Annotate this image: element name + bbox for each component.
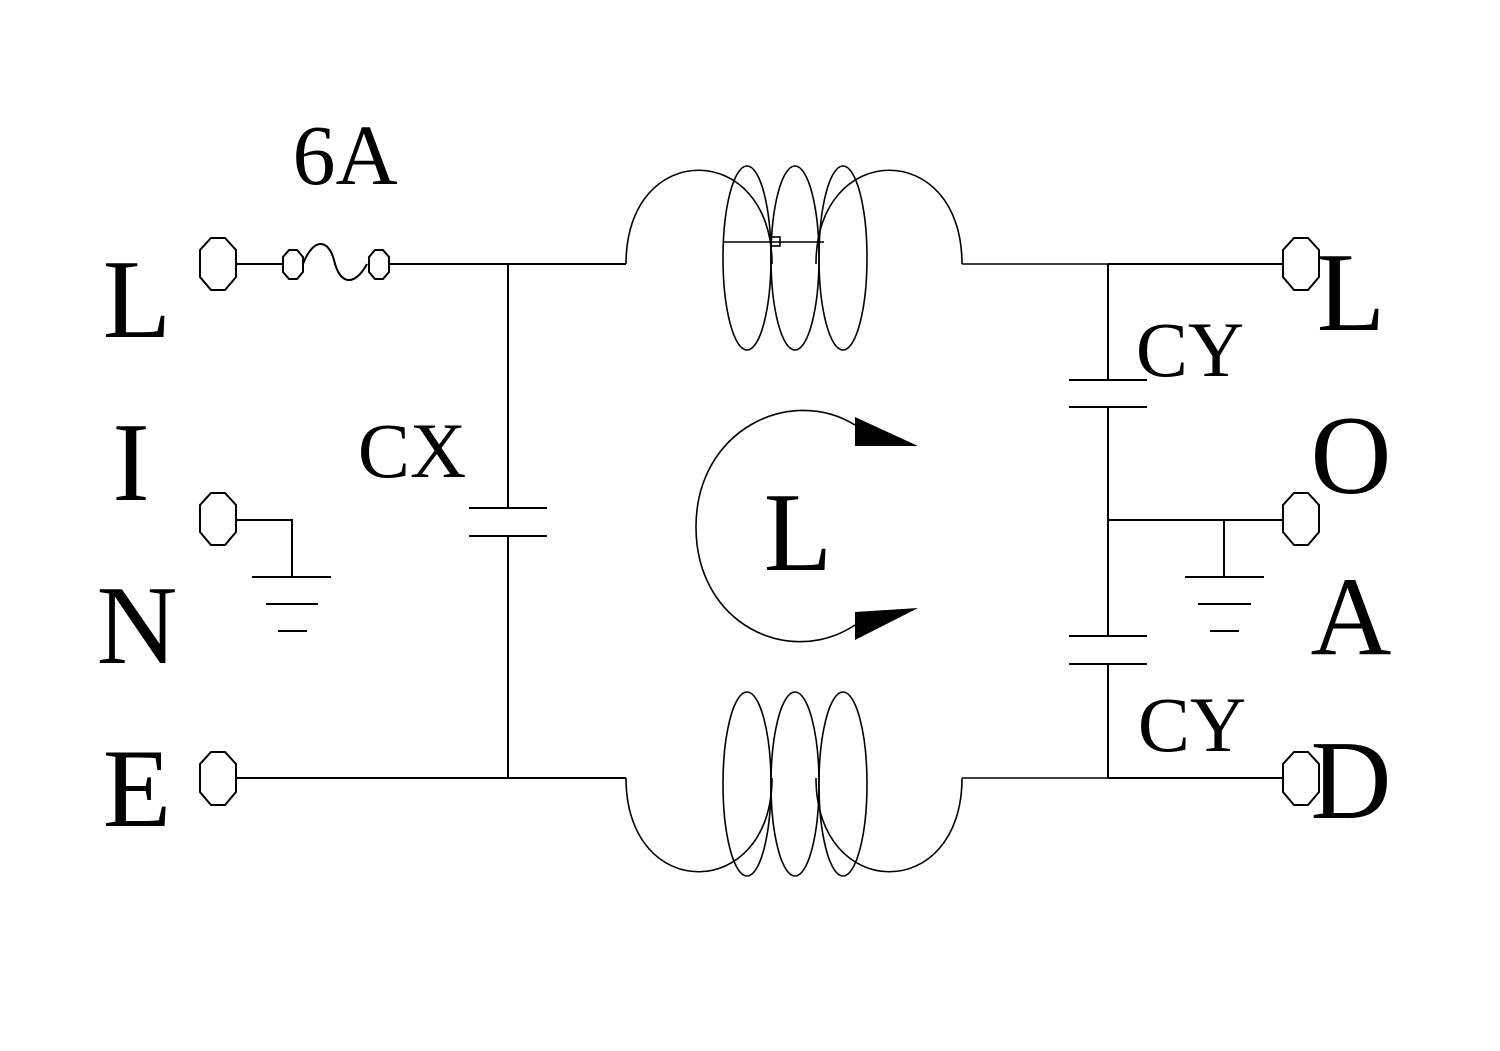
wire bbox=[236, 519, 293, 577]
common-mode-choke-icon bbox=[625, 165, 1108, 351]
arrow-icon bbox=[855, 417, 918, 446]
arrow-icon bbox=[855, 608, 918, 640]
terminal-icon bbox=[199, 237, 237, 291]
load-letter-a: A bbox=[1311, 555, 1392, 679]
cy-bottom-label: CY bbox=[1138, 681, 1246, 768]
terminal-icon bbox=[1282, 237, 1320, 291]
common-mode-choke-icon bbox=[625, 691, 1108, 877]
terminal-icon bbox=[1282, 492, 1320, 546]
capacitor-icon bbox=[469, 507, 547, 537]
line-letter-i: I bbox=[112, 401, 149, 525]
line-letter-l: L bbox=[103, 238, 171, 362]
load-letter-d: D bbox=[1311, 719, 1392, 843]
load-letter-l: L bbox=[1317, 231, 1385, 355]
terminal-icon bbox=[199, 492, 237, 546]
inductor-label: L bbox=[764, 471, 832, 595]
cy-top-label: CY bbox=[1136, 306, 1244, 393]
fuse-rating-label: 6A bbox=[292, 107, 397, 203]
line-letter-e: E bbox=[103, 727, 171, 851]
fuse-icon bbox=[282, 243, 390, 281]
terminal-icon bbox=[199, 751, 237, 806]
ground-icon bbox=[252, 576, 331, 632]
flux-loop bbox=[695, 409, 918, 643]
capacitor-icon bbox=[1069, 635, 1147, 665]
line-letter-n: N bbox=[97, 564, 178, 688]
terminal-icon bbox=[1282, 751, 1320, 806]
cx-label: CX bbox=[358, 407, 466, 494]
load-letter-o: O bbox=[1311, 394, 1392, 518]
ground-icon bbox=[1185, 576, 1264, 632]
